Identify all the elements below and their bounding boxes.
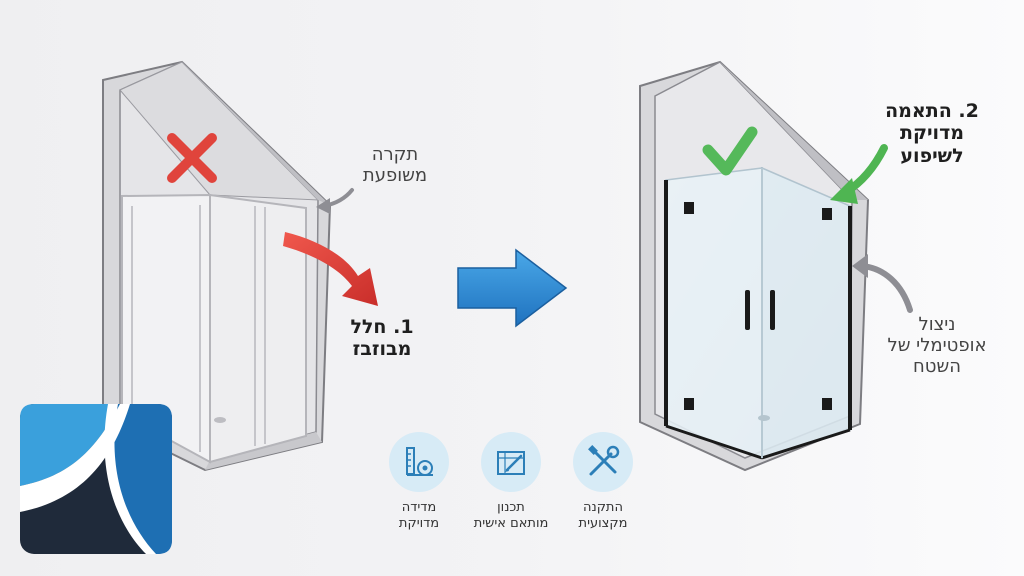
gray-pointer-arrow-icon [316, 188, 354, 214]
exact-fit-label: 2. התאמה מדויקת לשיפוע [885, 100, 979, 167]
wasted-space-label: 1. חלל מבוזבז [350, 316, 414, 361]
glass-shower [664, 166, 852, 460]
red-arrow-icon [283, 232, 378, 306]
feature-professional-installation: התקנה מקצועית [548, 432, 658, 533]
optimal-use-label: ניצול אופטימלי של השטח [887, 314, 987, 378]
tools-icon [573, 432, 633, 492]
company-logo [20, 404, 172, 554]
wrong-x-icon [167, 133, 217, 183]
green-arrow-icon [830, 144, 888, 204]
transition-arrow-icon [457, 248, 568, 328]
feature-label: תכנון מותאם אישית [473, 500, 549, 532]
feature-exact-measurement: מדידה מדויקת [364, 432, 474, 533]
gray-wall-arrow-icon [852, 254, 913, 313]
feature-label: התקנה מקצועית [578, 500, 628, 532]
short-shower [121, 193, 307, 464]
feature-custom-planning: תכנון מותאם אישית [456, 432, 566, 533]
blueprint-icon [481, 432, 541, 492]
measure-icon [389, 432, 449, 492]
check-icon [702, 126, 758, 176]
feature-label: מדידה מדויקת [398, 500, 440, 532]
sloped-ceiling-label: תקרה משופעת [362, 144, 428, 187]
